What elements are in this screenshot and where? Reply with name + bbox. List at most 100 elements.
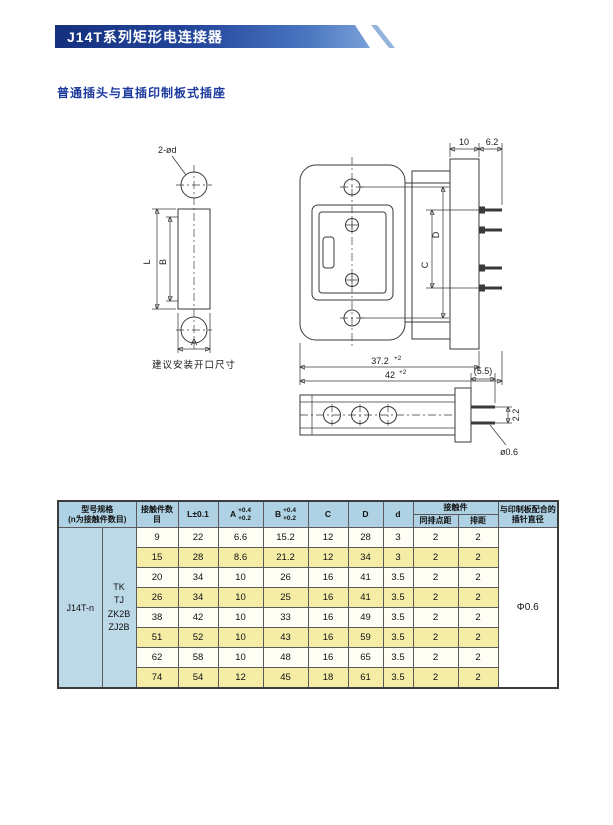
cell-row_pitch: 2 <box>457 647 499 668</box>
th-B-symbol: B <box>275 509 282 520</box>
dim-372-label: 37.2 <box>371 356 389 366</box>
cell-B: 43 <box>262 627 309 648</box>
cell-C: 16 <box>307 587 349 608</box>
cell-L: 54 <box>177 667 219 689</box>
th-A-tol-top: +0.4 <box>238 507 251 515</box>
cell-n: 26 <box>135 587 179 608</box>
cell-C: 16 <box>307 607 349 628</box>
cell-C: 12 <box>307 527 349 548</box>
cell-A: 10 <box>217 567 264 588</box>
dim-C-label: C <box>420 261 430 268</box>
cell-A: 10 <box>217 647 264 668</box>
th-contact-count: 接触件数目 <box>135 500 179 528</box>
cell-d: 3.5 <box>382 607 414 628</box>
cell-A: 10 <box>217 607 264 628</box>
th-C: C <box>307 500 349 528</box>
dim-55-label: (5.5) <box>474 366 493 376</box>
th-row-pitch: 排距 <box>457 514 499 528</box>
pcb-mount-plate-view <box>405 158 502 350</box>
cell-same_row_pitch: 2 <box>412 627 459 648</box>
th-B: B +0.4+0.2 <box>262 500 309 528</box>
cell-row_pitch: 2 <box>457 567 499 588</box>
cell-row_pitch: 2 <box>457 627 499 648</box>
cell-d: 3.5 <box>382 667 414 689</box>
variant-cell: TK TJ ZK2B ZJ2B <box>101 527 137 689</box>
cell-B: 26 <box>262 567 309 588</box>
cutout-drawing <box>152 155 212 353</box>
cell-D: 61 <box>347 667 384 689</box>
dim-L-label: L <box>142 259 152 264</box>
cell-d: 3 <box>382 547 414 568</box>
cell-n: 74 <box>135 667 179 689</box>
cell-L: 42 <box>177 607 219 628</box>
cell-A: 10 <box>217 627 264 648</box>
cell-same_row_pitch: 2 <box>412 587 459 608</box>
cell-A: 6.6 <box>217 527 264 548</box>
cell-D: 49 <box>347 607 384 628</box>
th-A-symbol: A <box>230 509 237 520</box>
cell-row_pitch: 2 <box>457 607 499 628</box>
section-subtitle: 普通插头与直插印制板式插座 <box>57 86 227 100</box>
cell-D: 59 <box>347 627 384 648</box>
connector-front-view <box>299 157 406 348</box>
cell-same_row_pitch: 2 <box>412 607 459 628</box>
cell-same_row_pitch: 2 <box>412 527 459 548</box>
cell-n: 9 <box>135 527 179 548</box>
cell-n: 62 <box>135 647 179 668</box>
cell-same_row_pitch: 2 <box>412 647 459 668</box>
dim-22-label: 2.2 <box>511 409 521 422</box>
main-view-dimensions <box>299 143 503 385</box>
cell-L: 34 <box>177 567 219 588</box>
cell-C: 16 <box>307 647 349 668</box>
cell-n: 38 <box>135 607 179 628</box>
cell-L: 58 <box>177 647 219 668</box>
dim-A-label: A <box>191 337 197 347</box>
th-same-row-pitch: 同排点距 <box>412 514 459 528</box>
cell-row_pitch: 2 <box>457 547 499 568</box>
cell-n: 51 <box>135 627 179 648</box>
cell-B: 25 <box>262 587 309 608</box>
page-title: J14T系列矩形电连接器 <box>67 28 223 45</box>
cell-L: 52 <box>177 627 219 648</box>
cell-d: 3.5 <box>382 587 414 608</box>
side-view-dimensions <box>470 373 512 446</box>
connector-side-view <box>299 387 495 443</box>
cell-d: 3 <box>382 527 414 548</box>
dim-B-label: B <box>158 259 168 265</box>
cell-B: 48 <box>262 647 309 668</box>
cell-B: 15.2 <box>262 527 309 548</box>
cell-D: 34 <box>347 547 384 568</box>
cell-D: 65 <box>347 647 384 668</box>
cell-n: 20 <box>135 567 179 588</box>
th-A: A +0.4+0.2 <box>217 500 264 528</box>
pin-dia-cell: Φ0.6 <box>497 527 559 689</box>
dim-pin-dia-label: ø0.6 <box>500 447 518 457</box>
cell-B: 21.2 <box>262 547 309 568</box>
th-contact-group: 接触件 <box>412 500 499 515</box>
cell-same_row_pitch: 2 <box>412 567 459 588</box>
cell-same_row_pitch: 2 <box>412 547 459 568</box>
th-D: D <box>347 500 384 528</box>
spec-table: 型号规格 (n为接触件数目) 接触件数目 L±0.1 A +0.4+0.2 B … <box>57 500 559 689</box>
th-A-tol-bottom: +0.2 <box>238 514 251 522</box>
th-B-tol-top: +0.4 <box>283 507 296 515</box>
cell-C: 16 <box>307 567 349 588</box>
model-cell: J14T-n <box>57 527 103 689</box>
cell-L: 22 <box>177 527 219 548</box>
dim-10-label: 10 <box>459 137 469 147</box>
cutout-caption: 建议安装开口尺寸 <box>152 359 236 371</box>
cell-L: 28 <box>177 547 219 568</box>
hole-callout-label: 2-ød <box>158 145 177 155</box>
cell-A: 12 <box>217 667 264 689</box>
cell-C: 12 <box>307 547 349 568</box>
cell-row_pitch: 2 <box>457 667 499 689</box>
cell-d: 3.5 <box>382 647 414 668</box>
cell-L: 34 <box>177 587 219 608</box>
dim-372-tol: +2 <box>394 355 402 362</box>
